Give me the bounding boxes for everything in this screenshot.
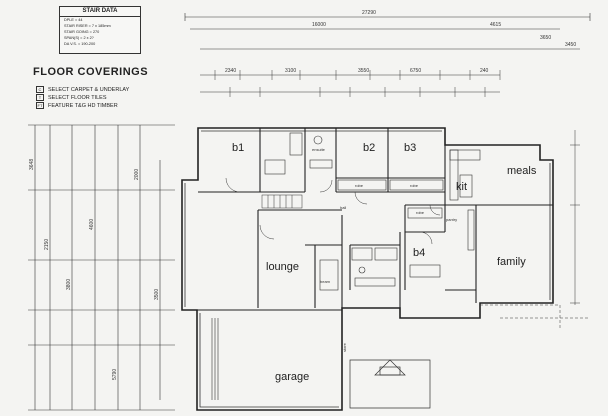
room-label-family: family	[497, 256, 526, 268]
stair-data-row: STAIR GOING = 270	[64, 30, 100, 34]
legend-key: C	[36, 86, 44, 93]
stair	[261, 194, 303, 209]
dimension-label: 6750	[410, 68, 422, 74]
legend-key: T	[36, 94, 44, 101]
room-label-b4: b4	[413, 247, 426, 259]
dimension-label: 3648	[29, 158, 35, 170]
dimension-label: 3550	[358, 68, 370, 74]
dimension-label: 2340	[225, 68, 237, 74]
legend-item-tiles: T SELECT FLOOR TILES	[36, 94, 106, 101]
room-label-lounge: lounge	[266, 261, 300, 273]
dimension-label: 4600	[89, 218, 95, 230]
floor-coverings-title: FLOOR COVERINGS	[33, 66, 149, 78]
dimension-label: 3500	[154, 288, 160, 300]
legend-item-timber: FT FEATURE T&G HD TIMBER	[36, 102, 118, 109]
stair-data-heading: STAIR DATA	[60, 7, 140, 17]
outer-wall	[181, 127, 554, 411]
dimension-label: 16000	[312, 22, 326, 28]
annotation-robe: robe	[410, 183, 419, 188]
annotation-pantry: pantry	[446, 217, 458, 222]
stair-data-row: DA V.S. = 190-200	[64, 42, 96, 46]
dimension-label: 3100	[285, 68, 297, 74]
room-label-b2: b2	[363, 142, 376, 154]
porch	[349, 359, 431, 409]
annotation-store: store	[342, 343, 347, 352]
dimension-label: 2000	[134, 168, 140, 180]
legend-label: SELECT FLOOR TILES	[48, 94, 107, 101]
stair-data-row: SPAN(S) = 2 x 2?	[64, 36, 94, 40]
room-label-meals: meals	[507, 165, 537, 177]
room-label-kit: kit	[456, 181, 467, 193]
dimension-label: 240	[480, 68, 489, 74]
annotation-beam: beam	[320, 279, 331, 284]
room-label-b1: b1	[232, 142, 245, 154]
room-label-garage: garage	[275, 371, 310, 383]
stair-data-row: DPLE = 44	[64, 18, 83, 22]
legend-key: FT	[36, 102, 44, 109]
dimension-label: 3450	[565, 42, 577, 48]
stair-data-box: STAIR DATA DPLE = 44 STAIR RISER = 7 x 1…	[59, 6, 141, 54]
annotation-robe: robe	[355, 183, 364, 188]
dimension-label: 4615	[490, 22, 502, 28]
dimension-label: 3800	[66, 278, 72, 290]
dimension-label: 3650	[540, 35, 552, 41]
stair-data-row: STAIR RISER = 7 x 185mm	[64, 24, 111, 28]
dimension-label: 2150	[44, 238, 50, 250]
bath-outline	[289, 132, 303, 156]
annotation-ensuite: ensuite	[312, 147, 325, 152]
legend-label: FEATURE T&G HD TIMBER	[48, 102, 118, 109]
dimension-label: 5790	[112, 368, 118, 380]
legend-item-carpet: C SELECT CARPET & UNDERLAY	[36, 86, 129, 93]
annotation-hall: hall	[340, 205, 347, 210]
room-label-b3: b3	[404, 142, 417, 154]
dimension-label: 27290	[362, 10, 376, 16]
legend-label: SELECT CARPET & UNDERLAY	[48, 86, 130, 93]
annotation-robe: robe	[416, 210, 425, 215]
kitchen-bench	[449, 149, 481, 161]
